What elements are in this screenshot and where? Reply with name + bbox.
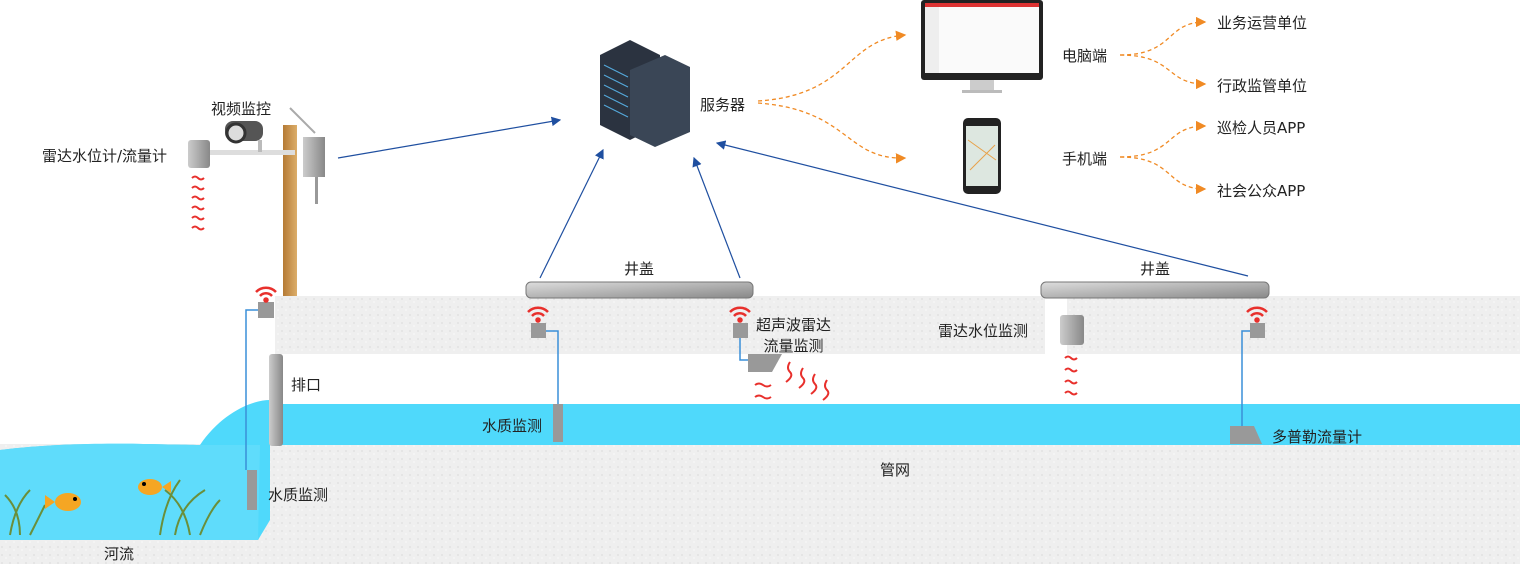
label-server: 服务器 [700, 96, 746, 114]
wifi-icon [255, 286, 1268, 323]
label-video: 视频监控 [211, 100, 272, 118]
label-ultrasonic-line2: 流量监测 [763, 337, 824, 355]
monitor-icon [921, 0, 1043, 93]
label-radar-level: 雷达水位监测 [938, 322, 1029, 340]
camera-icon [225, 121, 263, 152]
label-river: 河流 [104, 545, 135, 563]
label-water-quality-pipe: 水质监测 [482, 417, 543, 435]
manhole-cover-2 [1040, 281, 1270, 299]
fish-icon [45, 493, 81, 511]
label-patrol-app: 巡检人员APP [1217, 119, 1306, 137]
manhole-cover-1 [525, 281, 754, 299]
label-manhole-1: 井盖 [624, 260, 655, 278]
water-plant-icon [4, 479, 221, 536]
label-water-quality-river: 水质监测 [268, 486, 329, 504]
outlet-pipe [269, 354, 283, 446]
label-admin-unit: 行政监管单位 [1217, 77, 1308, 95]
label-public-app: 社会公众APP [1217, 182, 1306, 200]
sensor-boxes [247, 302, 1265, 510]
pole [283, 125, 297, 296]
label-mobile: 手机端 [1062, 150, 1108, 168]
label-manhole-2: 井盖 [1140, 260, 1171, 278]
label-radar-level-flow: 雷达水位计/流量计 [42, 147, 168, 165]
fish-icon [138, 479, 171, 495]
label-pc: 电脑端 [1062, 47, 1108, 65]
radar-level-flow-meter [188, 140, 210, 168]
label-pipe-network: 管网 [880, 461, 911, 479]
phone-icon [963, 118, 1001, 194]
pipe-water [280, 404, 1520, 445]
label-biz-unit: 业务运营单位 [1217, 14, 1308, 32]
label-ultrasonic-line1: 超声波雷达 [756, 316, 832, 334]
label-outlet: 排口 [291, 376, 322, 394]
label-ultrasonic: 超声波雷达流量监测 [756, 314, 831, 356]
control-box [303, 137, 325, 177]
soil-top [275, 296, 1520, 354]
radar-wave-icon [191, 175, 1078, 401]
server-icon [600, 40, 690, 147]
label-doppler: 多普勒流量计 [1272, 428, 1363, 446]
